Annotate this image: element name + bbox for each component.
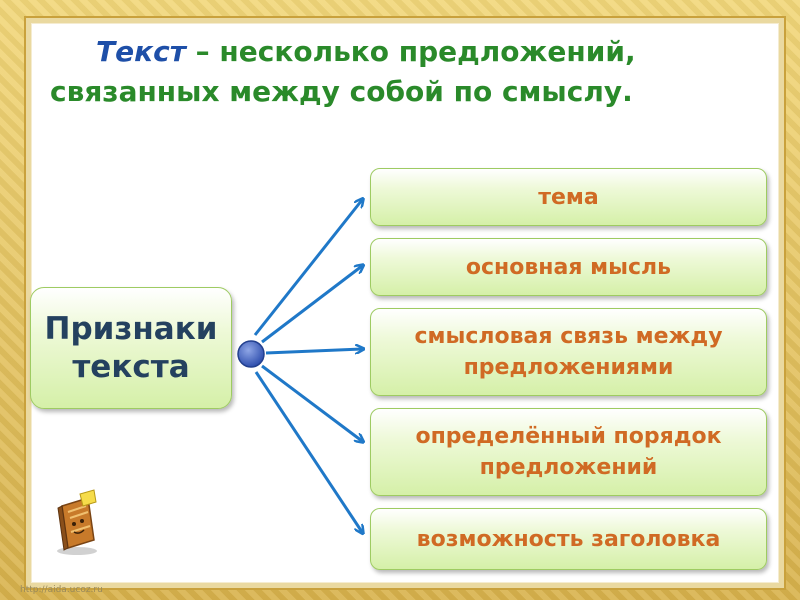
title-line-2: связанных между собой по смыслу. xyxy=(50,75,633,108)
item-node-sentence-order: определённый порядок предложений xyxy=(370,408,767,496)
item-node-main-idea: основная мысль xyxy=(370,238,767,296)
item-label: основная мысль xyxy=(465,254,672,280)
item-node-semantic-link: смысловая связь между предложениями xyxy=(370,308,767,396)
item-label: тема xyxy=(538,184,599,210)
item-label: смысловая связь между предложениями xyxy=(414,324,723,380)
item-node-title-possibility: возможность заголовка xyxy=(370,508,767,570)
hub-dot-icon xyxy=(237,340,265,368)
arrow-to-item-3 xyxy=(265,349,362,355)
title-keyword: Текст xyxy=(96,35,186,68)
book-mascot-icon xyxy=(57,489,97,555)
source-watermark: http://aida.ucoz.ru xyxy=(20,585,103,595)
item-label: определённый порядок предложений xyxy=(415,424,722,480)
slide-title: Текст – несколько предложений, связанных… xyxy=(50,32,730,112)
root-label: Признаки текста xyxy=(44,311,218,385)
root-node: Признаки текста xyxy=(30,287,232,409)
arrow-to-item-2 xyxy=(261,266,362,344)
item-label: возможность заголовка xyxy=(416,526,721,552)
arrow-to-item-5 xyxy=(254,371,362,532)
item-node-theme: тема xyxy=(370,168,767,226)
arrow-to-item-1 xyxy=(253,200,362,336)
title-line-1: Текст – несколько предложений, xyxy=(50,32,730,72)
title-rest: – несколько предложений, xyxy=(185,35,636,68)
arrow-to-item-4 xyxy=(261,364,362,441)
